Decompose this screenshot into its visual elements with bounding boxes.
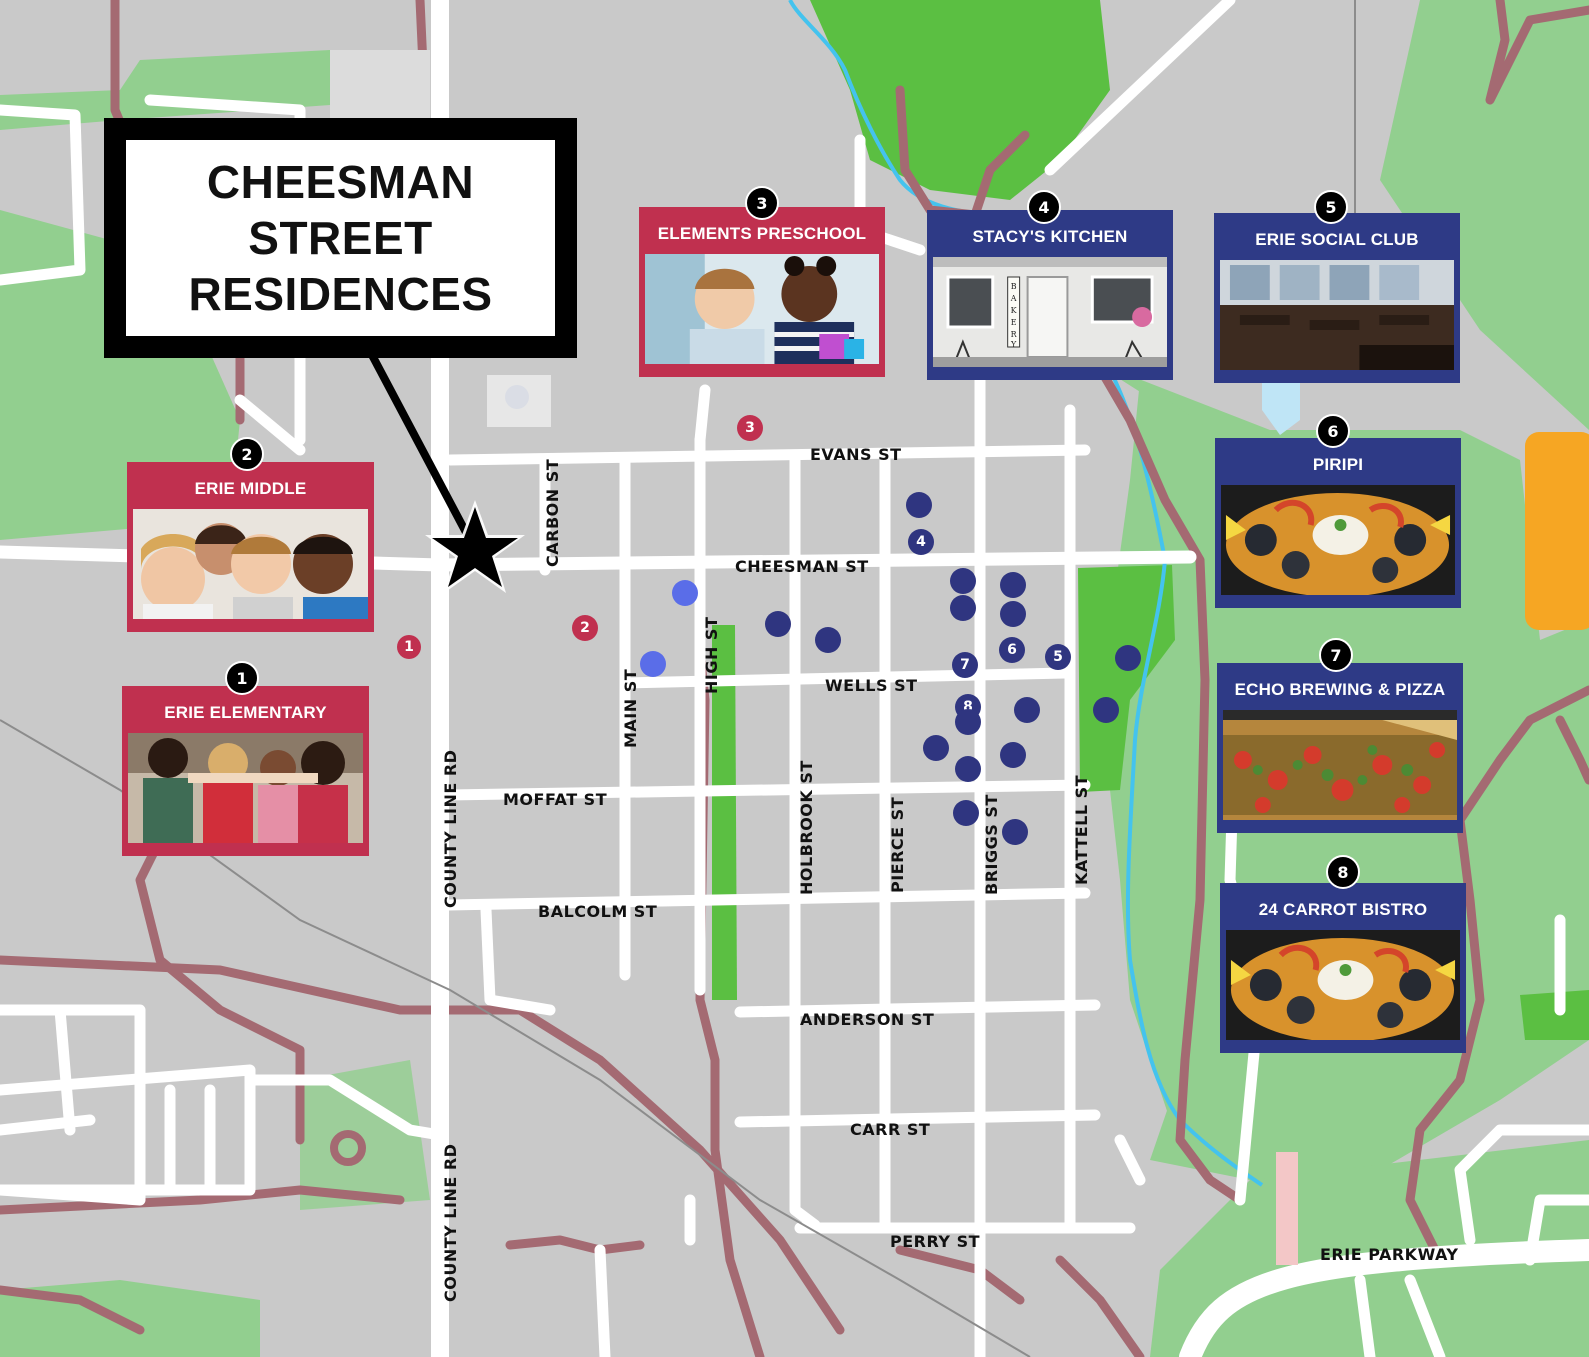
svg-text:Y: Y bbox=[1010, 340, 1017, 349]
photo-paella bbox=[1221, 485, 1455, 595]
map-marker-7[interactable]: 7 bbox=[952, 652, 978, 678]
school-number-badge: 3 bbox=[745, 186, 779, 220]
place-number-badge: 7 bbox=[1319, 638, 1353, 672]
map-dot[interactable] bbox=[672, 580, 698, 606]
callout-erie-social-club[interactable]: ERIE SOCIAL CLUB bbox=[1214, 213, 1460, 383]
street-label-county-line-2: COUNTY LINE RD bbox=[441, 1143, 460, 1302]
map-marker-3[interactable]: 3 bbox=[737, 415, 763, 441]
photo-dining-room bbox=[1220, 260, 1454, 370]
photo-bakery-storefront: B A K E R Y bbox=[933, 257, 1167, 367]
parks-bright bbox=[712, 0, 1589, 1040]
map-marker-2[interactable]: 2 bbox=[572, 615, 598, 641]
map-dot[interactable] bbox=[955, 709, 981, 735]
callout-label: PIRIPI bbox=[1312, 455, 1364, 474]
school-number-badge: 2 bbox=[230, 437, 264, 471]
street-label-holbrook: HOLBROOK ST bbox=[797, 760, 816, 895]
map-marker-5[interactable]: 5 bbox=[1045, 644, 1071, 670]
place-number-badge: 4 bbox=[1027, 190, 1061, 224]
street-label-evans: EVANS ST bbox=[810, 445, 902, 464]
street-label-high: HIGH ST bbox=[702, 616, 721, 694]
place-number-badge: 6 bbox=[1316, 414, 1350, 448]
svg-text:A: A bbox=[1010, 294, 1017, 303]
callout-label: ERIE ELEMENTARY bbox=[164, 703, 327, 722]
photo-paella-bistro bbox=[1226, 930, 1460, 1040]
orange-block bbox=[1525, 432, 1589, 630]
callout-label: ERIE SOCIAL CLUB bbox=[1255, 230, 1419, 249]
place-number-badge: 8 bbox=[1326, 855, 1360, 889]
map-dot[interactable] bbox=[923, 735, 949, 761]
street-label-erie-parkway: ERIE PARKWAY bbox=[1320, 1245, 1459, 1264]
street-label-main: MAIN ST bbox=[621, 668, 640, 748]
photo-kids-backpacks bbox=[128, 733, 363, 843]
title-line-2: RESIDENCES bbox=[188, 268, 493, 320]
svg-text:K: K bbox=[1011, 306, 1018, 315]
street-label-carbon: CARBON ST bbox=[543, 458, 562, 567]
callout-erie-middle[interactable]: ERIE MIDDLE bbox=[127, 462, 374, 632]
street-label-anderson: ANDERSON ST bbox=[800, 1010, 935, 1029]
map-dot[interactable] bbox=[1093, 697, 1119, 723]
street-label-moffat: MOFFAT ST bbox=[503, 790, 608, 809]
map-dot[interactable] bbox=[1000, 601, 1026, 627]
photo-kids-smiling bbox=[133, 509, 368, 619]
map-dot[interactable] bbox=[1000, 572, 1026, 598]
callout-elements-preschool[interactable]: ELEMENTS PRESCHOOL bbox=[639, 207, 885, 377]
map-dot[interactable] bbox=[906, 492, 932, 518]
school-number-badge: 1 bbox=[225, 661, 259, 695]
callout-stacys-kitchen[interactable]: STACY'S KITCHEN B A K E R Y bbox=[927, 210, 1173, 380]
map-marker-4[interactable]: 4 bbox=[908, 529, 934, 555]
leader-line bbox=[368, 353, 474, 542]
map-dot[interactable] bbox=[953, 800, 979, 826]
callout-label: STACY'S KITCHEN bbox=[972, 227, 1128, 246]
map-dot[interactable] bbox=[765, 611, 791, 637]
map-dot[interactable] bbox=[815, 627, 841, 653]
photo-preschool-kids bbox=[645, 254, 879, 364]
bakery-sign: B bbox=[1011, 282, 1017, 291]
street-label-kattell: KATTELL ST bbox=[1072, 774, 1091, 885]
residence-star-icon[interactable] bbox=[420, 495, 530, 600]
callout-label: ELEMENTS PRESCHOOL bbox=[657, 224, 867, 243]
callout-piripi[interactable]: PIRIPI bbox=[1215, 438, 1461, 608]
street-label-county-line-1: COUNTY LINE RD bbox=[441, 749, 460, 908]
creek bbox=[788, 0, 1264, 1187]
map-marker-6[interactable]: 6 bbox=[999, 637, 1025, 663]
callout-label: ECHO BREWING & PIZZA bbox=[1234, 680, 1446, 699]
callout-label: ERIE MIDDLE bbox=[194, 479, 307, 498]
map-dot[interactable] bbox=[950, 595, 976, 621]
map-dot[interactable] bbox=[950, 568, 976, 594]
street-label-cheesman: CHEESMAN ST bbox=[735, 557, 869, 576]
callout-24-carrot-bistro[interactable]: 24 CARROT BISTRO bbox=[1220, 883, 1466, 1053]
street-label-perry: PERRY ST bbox=[890, 1232, 981, 1251]
svg-text:R: R bbox=[1011, 330, 1018, 339]
page-title: CHEESMAN STREET RESIDENCES bbox=[126, 140, 555, 336]
photo-pizza bbox=[1223, 710, 1457, 820]
map-dot[interactable] bbox=[1014, 697, 1040, 723]
street-label-balcolm: BALCOLM ST bbox=[538, 902, 658, 921]
place-number-badge: 5 bbox=[1314, 190, 1348, 224]
street-label-wells: WELLS ST bbox=[825, 676, 918, 695]
map-marker-1[interactable]: 1 bbox=[397, 635, 421, 659]
map-dot[interactable] bbox=[955, 756, 981, 782]
callout-echo-brewing[interactable]: ECHO BREWING & PIZZA bbox=[1217, 663, 1463, 833]
street-label-carr: CARR ST bbox=[850, 1120, 931, 1139]
map-dot[interactable] bbox=[1115, 645, 1141, 671]
title-line-1: CHEESMAN STREET bbox=[206, 156, 475, 264]
street-label-pierce: PIERCE ST bbox=[888, 796, 907, 893]
street-label-briggs: BRIGGS ST bbox=[982, 794, 1001, 895]
callout-erie-elementary[interactable]: ERIE ELEMENTARY bbox=[122, 686, 369, 856]
map-dot[interactable] bbox=[640, 651, 666, 677]
callout-label: 24 CARROT BISTRO bbox=[1258, 900, 1428, 919]
svg-text:E: E bbox=[1011, 318, 1017, 327]
map-dot[interactable] bbox=[1002, 819, 1028, 845]
title-box: CHEESMAN STREET RESIDENCES bbox=[104, 118, 577, 358]
map-dot[interactable] bbox=[1000, 742, 1026, 768]
